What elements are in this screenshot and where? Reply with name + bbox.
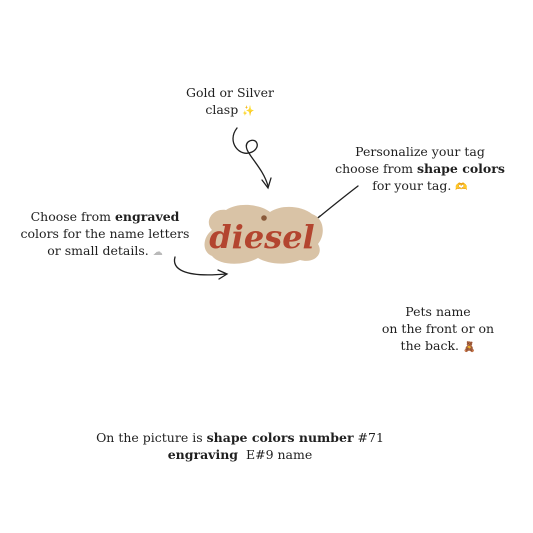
pet-tag: diesel [204, 204, 323, 264]
clasp-line2: clasp [205, 102, 239, 117]
clasp-line1: Gold or Silver [186, 85, 274, 100]
engraved-bold: engraved [114, 209, 180, 224]
bottom-note: On the picture is shape colors number #7… [96, 430, 384, 462]
clasp-note: Gold or Silver clasp ✨ [180, 84, 280, 120]
cloud-icon: ☁ [152, 247, 163, 258]
engraved-note: Choose from engraved colors for the name… [20, 209, 190, 258]
sparkles-icon: ✨ [242, 106, 255, 117]
tag-name: diesel [209, 218, 314, 256]
shape-colors-bold: shape colors [416, 161, 505, 176]
pets-line2: on the front or on [381, 321, 495, 336]
tag-shape [204, 204, 323, 264]
teddy-bear-icon: 🧸 [462, 342, 476, 353]
shape-line3: for your tag. [372, 178, 452, 193]
pets-line1: Pets name [405, 304, 471, 319]
engraved-line2: colors for the name letters [20, 226, 190, 241]
heart-hands-icon: 🫶 [455, 182, 468, 193]
pets-note: Pets name on the front or on the back. 🧸 [368, 303, 508, 356]
shape-line1: Personalize your tag [355, 144, 485, 159]
shape-colors-number-bold: shape colors number [206, 430, 354, 445]
engraving-bold: engraving [167, 447, 239, 462]
clasp-arrow-icon [232, 127, 272, 190]
engraved-arrow-icon [173, 256, 229, 280]
clasp-hole [261, 215, 267, 221]
engraved-line3: or small details. [47, 243, 149, 258]
shape-note: Personalize your tag choose from shape c… [320, 143, 520, 196]
pets-line3: the back. [400, 338, 459, 353]
